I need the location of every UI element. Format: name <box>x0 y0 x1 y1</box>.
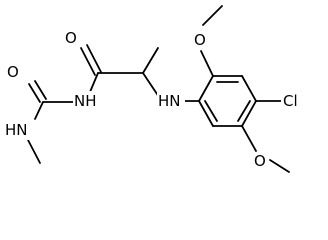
ring-double-bond-2 <box>237 100 251 122</box>
atom-label-chlorine: Cl <box>283 92 298 110</box>
atom-label-o-methoxy-bottom: O <box>254 152 266 170</box>
bond-alpha-nh <box>142 72 160 98</box>
atom-label-o-urea: O <box>7 63 19 81</box>
bond-ring-methoxy-top <box>200 50 214 77</box>
ring-bond-3 <box>241 75 257 102</box>
ring-bond-1 <box>198 75 214 102</box>
ring-bond-4 <box>241 100 257 127</box>
atom-label-nh-amide: NH <box>74 92 97 110</box>
bond-ring-methoxy-bottom <box>241 125 257 152</box>
bond-nh-methyl <box>27 139 41 164</box>
bond-urea-carbonyl-1 <box>28 83 41 103</box>
bond-methoxy-top-methyl <box>202 5 223 26</box>
chemical-structure-diagram: O O NH HN HN O Cl O <box>3 5 305 173</box>
atom-label-o-amide: O <box>65 29 77 47</box>
ring-double-bond-3 <box>204 100 218 122</box>
bond-urea-nh <box>34 101 44 120</box>
bond-carbonyl-nh <box>89 72 99 93</box>
atom-labels: O O NH HN HN O Cl O <box>3 29 305 170</box>
bond-methoxy-bottom-methyl <box>269 159 290 173</box>
ring-bond-6 <box>198 100 214 127</box>
bond-amide-carbonyl-2 <box>86 44 102 73</box>
bond-amide-carbonyl-1 <box>80 47 96 76</box>
atom-label-o-methoxy-top: O <box>194 31 206 49</box>
bonds <box>27 5 290 173</box>
atom-label-hn-methyl: HN <box>5 121 28 139</box>
bond-alpha-methyl <box>142 47 159 74</box>
atom-label-hn-aryl: HN <box>158 92 181 110</box>
bond-urea-carbonyl-2 <box>34 80 47 100</box>
